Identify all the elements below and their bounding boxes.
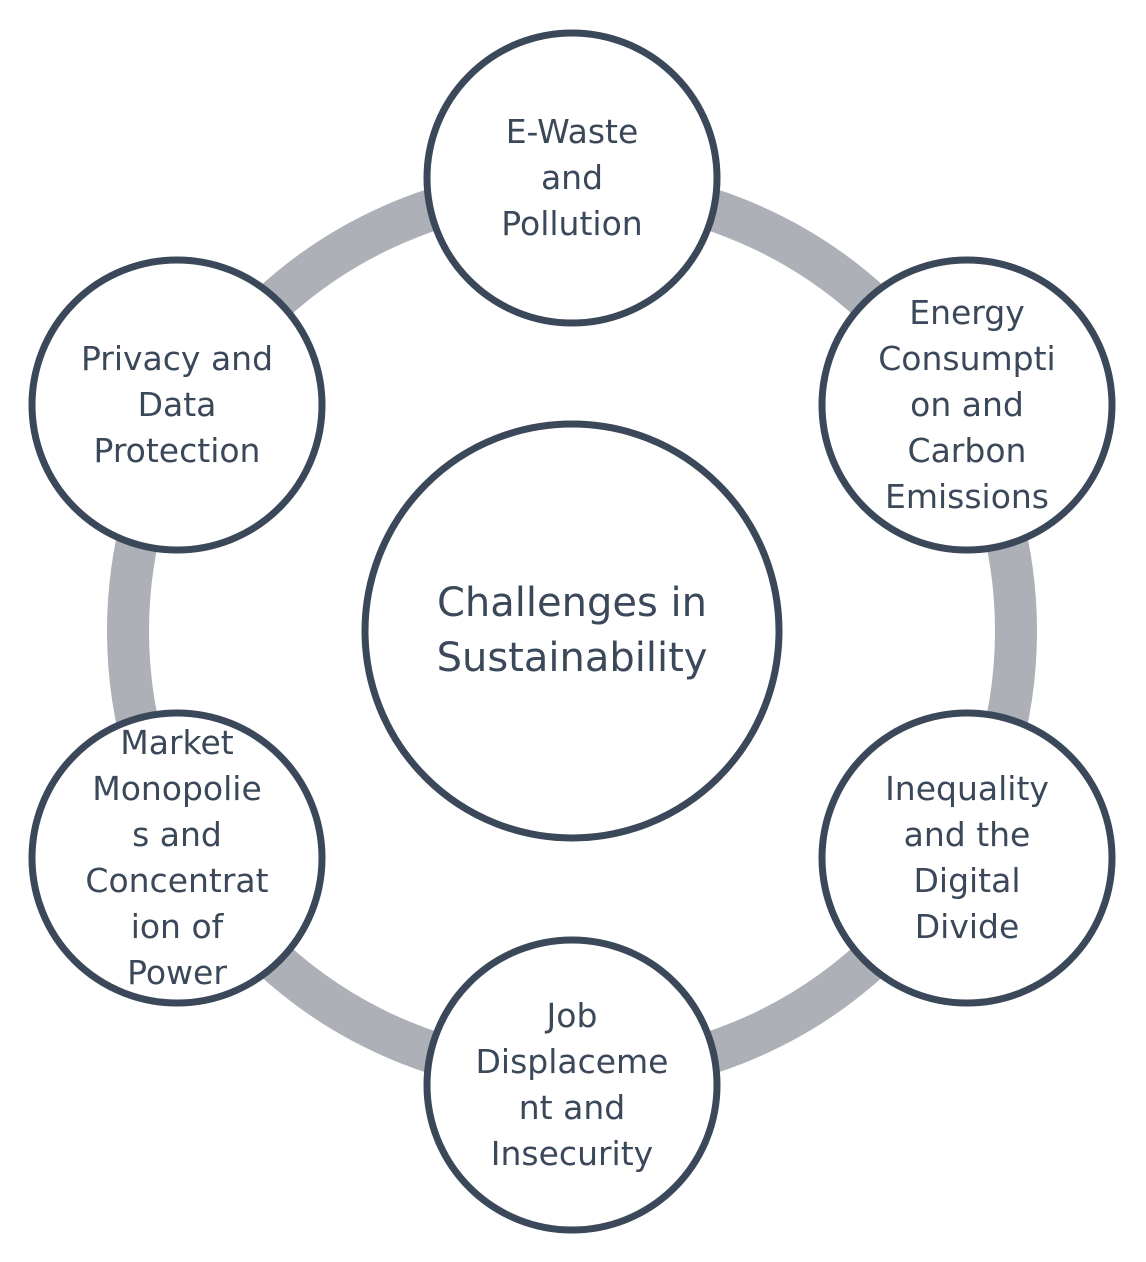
node-label-market: Market Monopolie s and Concentrat ion of…	[85, 723, 269, 992]
node-label-job: Job Displaceme nt and Insecurity	[475, 996, 669, 1173]
node-circle-energy	[818, 256, 1116, 554]
center-label: Challenges in Sustainability	[436, 580, 708, 681]
node-circle-job	[423, 936, 721, 1234]
node-circle-market	[28, 709, 326, 1007]
node-circle-inequality	[818, 709, 1116, 1007]
node-label-privacy: Privacy and Data Protection	[80, 339, 274, 470]
node-circle-privacy	[28, 256, 326, 554]
node-circle-e-waste	[423, 29, 721, 327]
node-label-inequality: Inequality and the Digital Divide	[885, 769, 1049, 946]
node-label-e-waste: E-Waste and Pollution	[501, 112, 643, 243]
center-circle	[361, 420, 783, 842]
node-label-energy: Energy Consumpti on and Carbon Emissions	[878, 293, 1056, 516]
